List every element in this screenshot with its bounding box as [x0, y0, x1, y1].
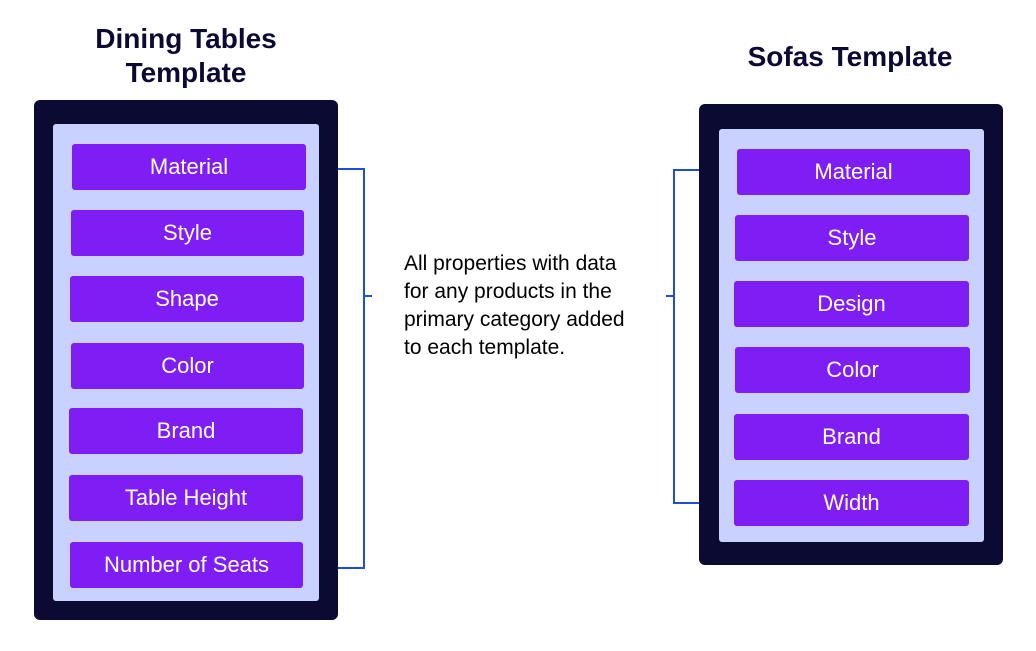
sofas-template-title: Sofas Template [747, 41, 953, 72]
note-line-1: All properties with data [404, 252, 617, 275]
property-design: Design [734, 281, 969, 327]
property-color: Color [71, 343, 304, 389]
property-style: Style [71, 210, 304, 256]
note-line-4: to each template. [404, 336, 566, 359]
property-brand: Brand [734, 414, 969, 460]
property-brand: Brand [69, 408, 303, 454]
dining-tables-template-title: Dining Tables Template [56, 22, 316, 90]
property-material: Material [737, 149, 970, 195]
property-shape: Shape [70, 276, 304, 322]
property-table-height: Table Height [69, 475, 303, 521]
note-line-2: for any products in the [404, 280, 612, 303]
note-line-3: primary category added [404, 308, 625, 331]
explanation-note: All properties with data for any product… [404, 250, 666, 362]
left-bracket [338, 168, 372, 569]
title-line-2: Template [125, 57, 247, 88]
title-line-1: Dining Tables [95, 23, 277, 54]
property-style: Style [735, 215, 969, 261]
property-width: Width [734, 480, 969, 526]
right-bracket [666, 169, 699, 504]
property-number-of-seats: Number of Seats [70, 542, 303, 588]
property-material: Material [72, 144, 306, 190]
sofas-property-panel [719, 129, 984, 542]
property-color: Color [735, 347, 970, 393]
